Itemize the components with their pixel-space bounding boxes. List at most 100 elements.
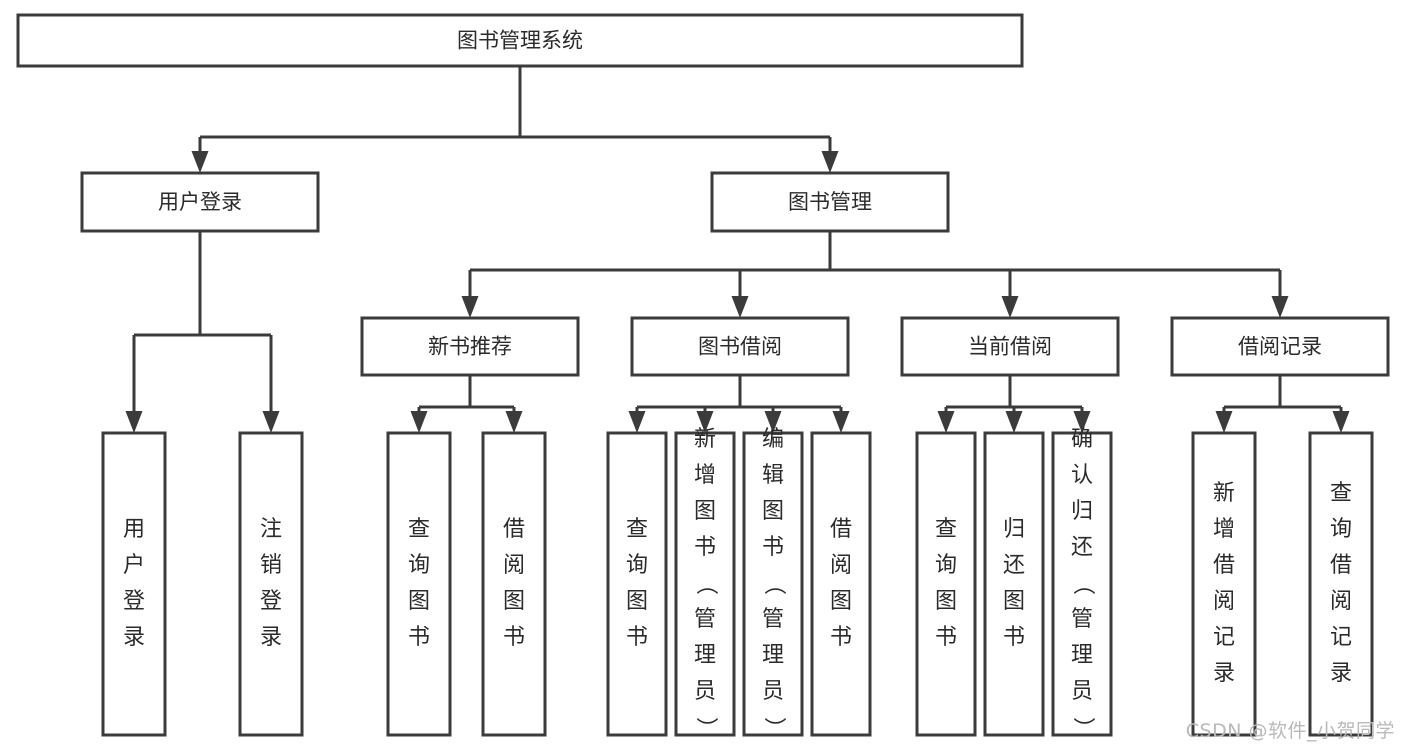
node-label: 用户登录 bbox=[158, 190, 242, 214]
node-box bbox=[606, 431, 668, 737]
node-box bbox=[983, 431, 1045, 737]
node-box bbox=[742, 431, 804, 737]
node-label-char: 增 bbox=[694, 463, 716, 488]
node-label-char: 归 bbox=[1003, 517, 1025, 542]
connector-group bbox=[461, 231, 1289, 318]
node-label-char: 查 bbox=[626, 517, 648, 542]
watermark-label: CSDN @软件_小贺同学 bbox=[1185, 720, 1395, 742]
node-box bbox=[1170, 316, 1390, 377]
node-label-char: 询 bbox=[935, 553, 957, 578]
node-box bbox=[810, 431, 872, 737]
node-label-char: 书 bbox=[626, 625, 648, 650]
node-borrow-record[interactable]: 借阅记录 bbox=[1170, 316, 1390, 377]
node-label-char: 管 bbox=[694, 607, 716, 632]
node-box bbox=[1308, 431, 1374, 737]
node-label: 新书推荐 bbox=[428, 335, 512, 359]
node-label-char: 询 bbox=[408, 553, 430, 578]
node-label: 图书管理系统 bbox=[457, 29, 583, 53]
node-label-char: ） bbox=[1070, 717, 1095, 739]
node-label-char: （ bbox=[693, 573, 718, 595]
node-label-char: 录 bbox=[260, 625, 282, 650]
node-label-char: 图 bbox=[694, 499, 716, 524]
node-label-char: 销 bbox=[260, 553, 282, 578]
node-new-book-recommend[interactable]: 新书推荐 bbox=[360, 316, 580, 377]
connector-group bbox=[628, 375, 850, 433]
node-label-char: 员 bbox=[762, 679, 784, 704]
node-label-char: 新 bbox=[694, 427, 716, 452]
node-label-char: 记 bbox=[1213, 625, 1235, 650]
node-box bbox=[915, 431, 977, 737]
node-book-manage[interactable]: 图书管理 bbox=[710, 171, 950, 233]
node-label-char: 图 bbox=[408, 589, 430, 614]
node-label-char: 认 bbox=[1071, 463, 1093, 488]
node-label-char: 录 bbox=[1330, 661, 1352, 686]
node-label-char: 管 bbox=[1071, 607, 1093, 632]
node-label-char: 用 bbox=[123, 517, 145, 542]
node-label-char: 借 bbox=[503, 517, 525, 542]
node-label-char: 登 bbox=[260, 589, 282, 614]
node-label-char: 图 bbox=[503, 589, 525, 614]
node-box bbox=[481, 431, 547, 737]
node-label-char: 阅 bbox=[1330, 589, 1352, 614]
node-label-char: 图 bbox=[762, 499, 784, 524]
node-label-char: 注 bbox=[260, 517, 282, 542]
node-label-char: 书 bbox=[1003, 625, 1025, 650]
node-label-char: 查 bbox=[1330, 481, 1352, 506]
node-box bbox=[630, 316, 850, 377]
node-label-char: 书 bbox=[694, 535, 716, 560]
node-label-char: ） bbox=[693, 717, 718, 739]
node-label-char: 借 bbox=[1213, 553, 1235, 578]
node-root[interactable]: 图书管理系统 bbox=[16, 13, 1024, 68]
node-label-char: 还 bbox=[1071, 535, 1093, 560]
node-label-char: 理 bbox=[1071, 643, 1093, 668]
node-box bbox=[710, 171, 950, 233]
node-leaf-user-login[interactable]: 用户登录 bbox=[101, 431, 167, 737]
node-label-char: 图 bbox=[830, 589, 852, 614]
node-label-char: 阅 bbox=[830, 553, 852, 578]
node-box bbox=[80, 171, 320, 233]
node-current-borrow[interactable]: 当前借阅 bbox=[900, 316, 1120, 377]
connector-group bbox=[125, 231, 280, 433]
node-box bbox=[360, 316, 580, 377]
node-book-borrow[interactable]: 图书借阅 bbox=[630, 316, 850, 377]
node-label-char: 查 bbox=[935, 517, 957, 542]
node-label-char: 书 bbox=[762, 535, 784, 560]
node-label: 当前借阅 bbox=[968, 335, 1052, 359]
node-label-char: 员 bbox=[694, 679, 716, 704]
node-label-char: 图 bbox=[1003, 589, 1025, 614]
node-label-char: ） bbox=[761, 717, 786, 739]
node-user-login[interactable]: 用户登录 bbox=[80, 171, 320, 233]
node-label-char: （ bbox=[1070, 573, 1095, 595]
node-label-char: 还 bbox=[1003, 553, 1025, 578]
node-label-char: 借 bbox=[830, 517, 852, 542]
node-label-char: 记 bbox=[1330, 625, 1352, 650]
node-label-char: 员 bbox=[1071, 679, 1093, 704]
node-label-char: 理 bbox=[762, 643, 784, 668]
node-label-char: 书 bbox=[935, 625, 957, 650]
node-box bbox=[1051, 431, 1113, 737]
node-label-char: 录 bbox=[1213, 661, 1235, 686]
node-label-char: 询 bbox=[626, 553, 648, 578]
